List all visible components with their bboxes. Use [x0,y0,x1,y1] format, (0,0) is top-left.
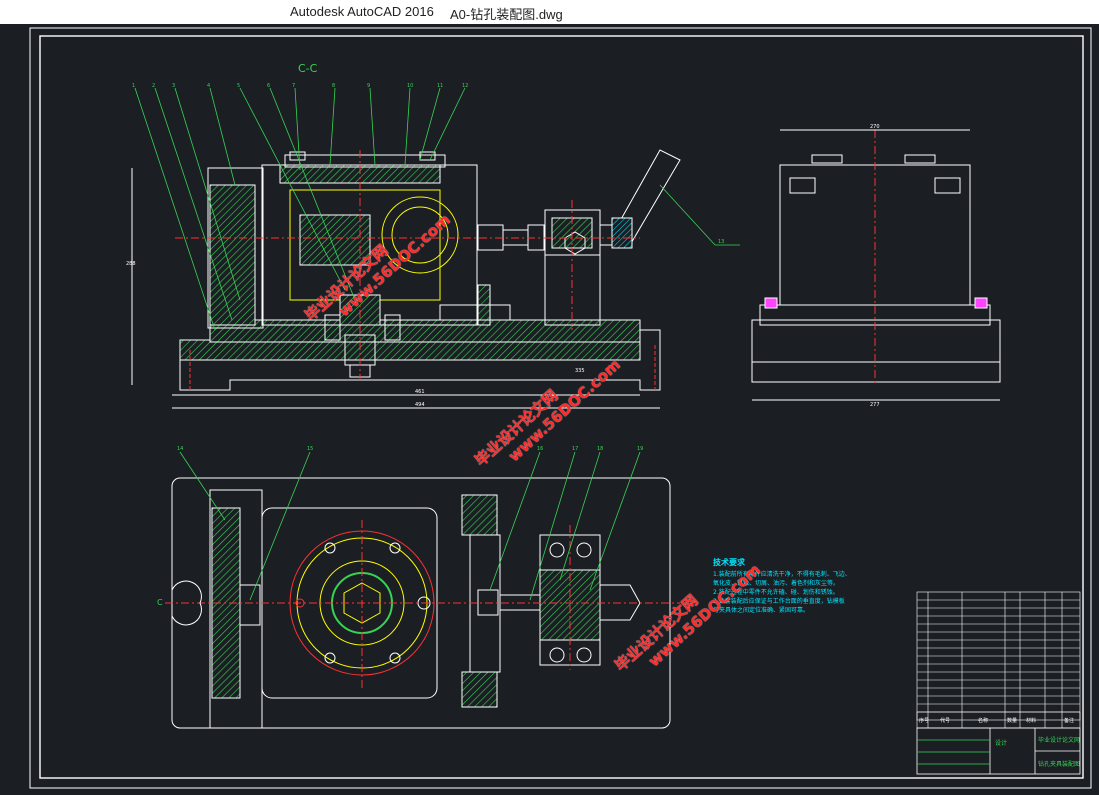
dim-side-top: 270 [870,124,880,130]
tech-note-line: 氧化皮、锈蚀、切屑、油污、着色剂和灰尘等。 [713,580,840,587]
svg-text:9: 9 [367,83,370,89]
balloon-labels-top: 1 2 3 4 5 6 7 8 9 10 11 12 13 [132,83,724,245]
svg-text:代号: 代号 [940,717,950,724]
svg-text:15: 15 [307,446,313,452]
cad-drawing[interactable]: C-C [0,24,1099,795]
svg-text:4: 4 [207,83,210,89]
svg-text:材料: 材料 [1026,717,1036,724]
svg-text:备注: 备注 [1064,717,1074,724]
dim-height: 288 [126,261,136,267]
svg-text:设计: 设计 [995,739,1007,747]
dim-inner-length: 461 [415,389,425,395]
svg-text:6: 6 [267,83,270,89]
svg-text:18: 18 [597,446,603,452]
tech-note-line: 1.装配前所有零件应清洗干净，不得有毛刺、飞边、 [713,571,851,578]
window-titlebar: Autodesk AutoCAD 2016 A0-钻孔装配图.dwg [0,0,1099,24]
dim-total-length: 494 [415,402,425,408]
dim-side-width: 277 [870,402,880,408]
title-block-text: 设计 毕业设计论文网 钻孔夹具装配图 [995,736,1080,768]
svg-text:名称: 名称 [978,717,988,724]
parts-header: 序号 代号 名称 数量 材料 备注 [919,717,1074,724]
svg-text:5: 5 [237,83,240,89]
svg-text:2: 2 [152,83,155,89]
svg-text:19: 19 [637,446,643,452]
title-block [916,727,1081,775]
sheet-inner-border [39,35,1084,779]
app-title: Autodesk AutoCAD 2016 [290,4,434,19]
svg-text:12: 12 [462,83,468,89]
tech-notes: 技术要求 1.装配前所有零件应清洗干净，不得有毛刺、飞边、 氧化皮、锈蚀、切屑、… [713,558,853,615]
tech-note-line: 3.钻套装配后应保证与工作台面的垂直度，钻模板 [713,598,845,605]
tech-note-line: 与夹具体之间定位准确、紧固可靠。 [713,607,810,614]
section-mark: C [157,598,163,607]
svg-text:8: 8 [332,83,335,89]
tech-note-line: 2.装配过程中零件不允许磕、碰、划伤和锈蚀。 [713,589,839,596]
tech-notes-title: 技术要求 [713,558,745,567]
balloon-labels-bottom: 14 15 16 17 18 19 [177,446,643,452]
top-view: C [157,477,680,729]
file-title: A0-钻孔装配图.dwg [450,7,563,22]
svg-text:钻孔夹具装配图: 钻孔夹具装配图 [1038,760,1080,768]
svg-text:13: 13 [718,239,724,245]
section-label: C-C [298,62,318,75]
svg-text:11: 11 [437,83,443,89]
parts-rows [917,599,1080,713]
svg-text:序号: 序号 [919,717,929,724]
leaders-top [134,87,740,331]
front-section-view: C-C [126,62,681,409]
svg-text:7: 7 [292,83,295,89]
parts-list [916,591,1081,729]
svg-text:毕业设计论文网: 毕业设计论文网 [1038,736,1080,744]
svg-text:1: 1 [132,83,135,89]
sheet-outer-border [29,27,1092,789]
dim-bottom: 335 [575,368,585,374]
svg-text:10: 10 [407,83,413,89]
drawing-canvas[interactable]: C-C [0,24,1099,795]
svg-text:16: 16 [537,446,543,452]
leaders-bottom [179,451,641,601]
svg-text:数量: 数量 [1007,717,1017,724]
side-view: 270 277 [751,124,1001,408]
svg-text:14: 14 [177,446,183,452]
svg-text:17: 17 [572,446,578,452]
svg-text:3: 3 [172,83,175,89]
